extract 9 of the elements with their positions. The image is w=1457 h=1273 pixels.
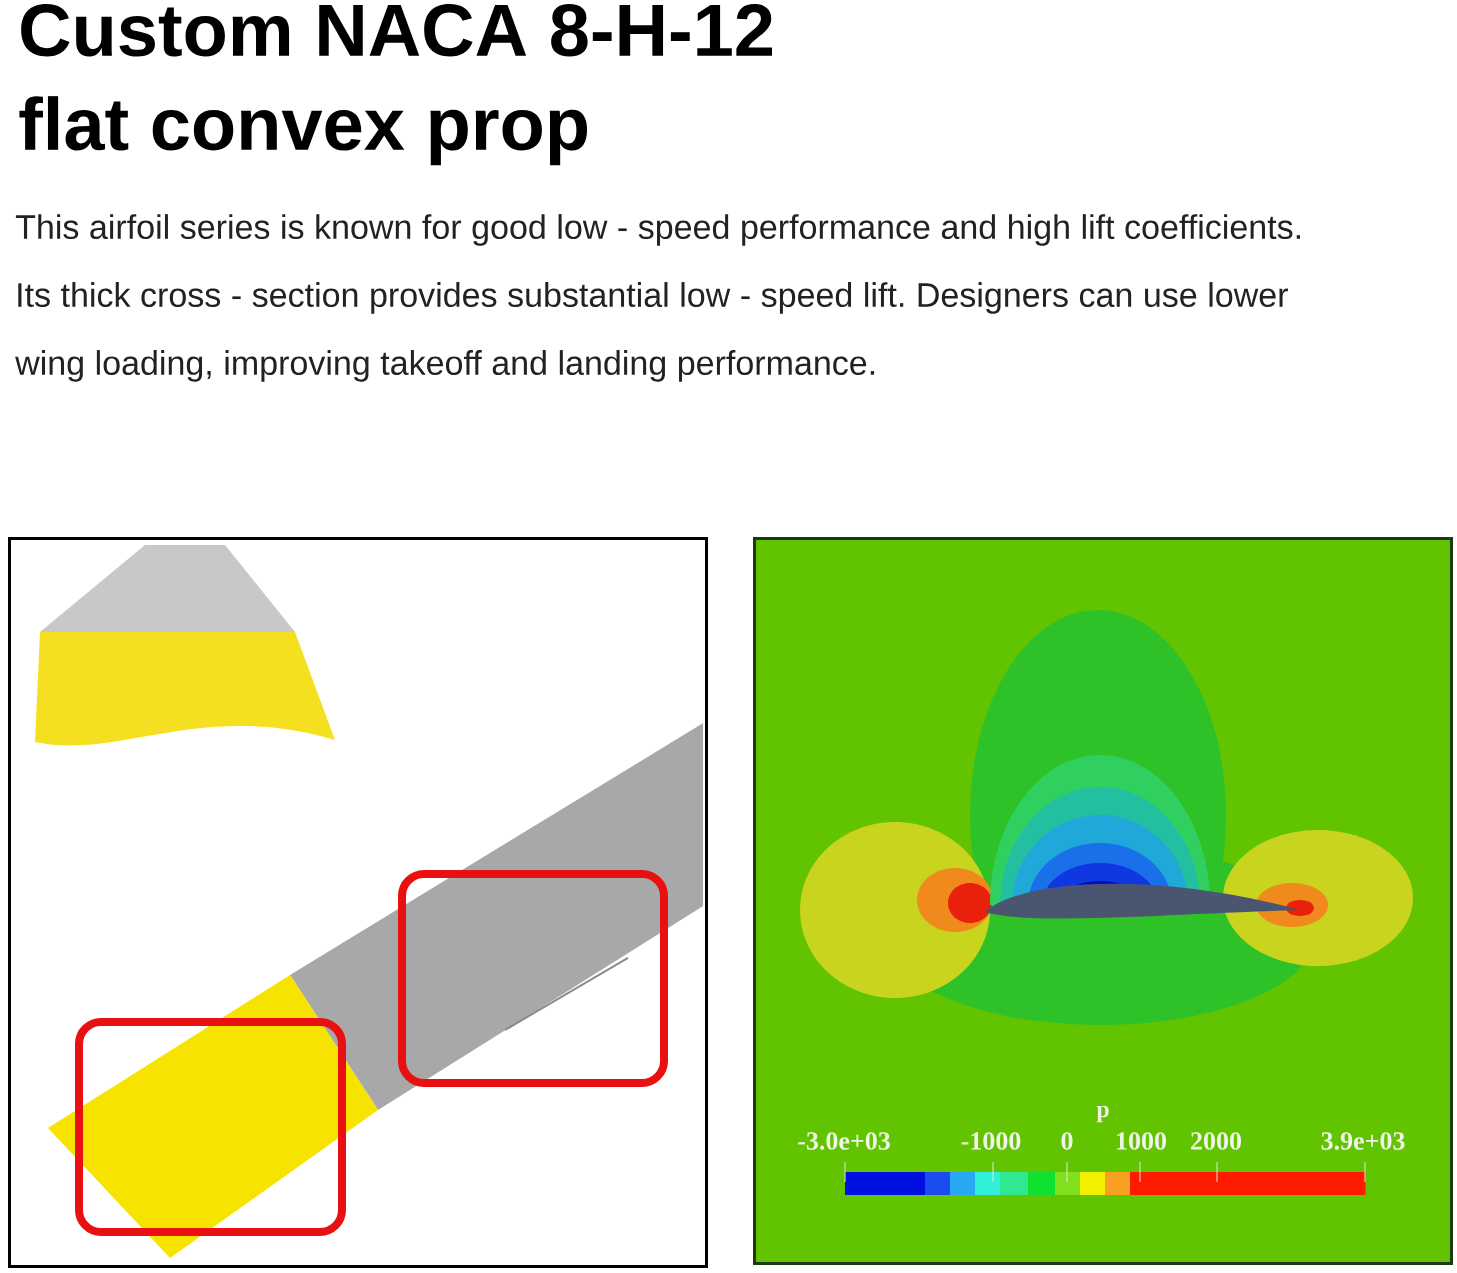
tick-label: -3.0e+03 [798, 1132, 890, 1150]
tick-label: 0 [1061, 1132, 1073, 1150]
tick-label: 2000 [1191, 1132, 1242, 1150]
title: Custom NACA 8-H-12 flat convex prop [19, 4, 772, 166]
description-paragraph: This airfoil series is known for good low - speed performance and high lift coefficients. Its thick cross - section provides substantial low - speed lift. Designers can use lower wing loading, improving takeoff and landing performance. [15, 214, 1300, 382]
tick-label: 1000 [1117, 1132, 1167, 1150]
axis-title: p [1096, 1105, 1109, 1123]
tick-label: 3.9e+03 [1321, 1132, 1405, 1150]
tick-label: -1000 [961, 1132, 1021, 1150]
